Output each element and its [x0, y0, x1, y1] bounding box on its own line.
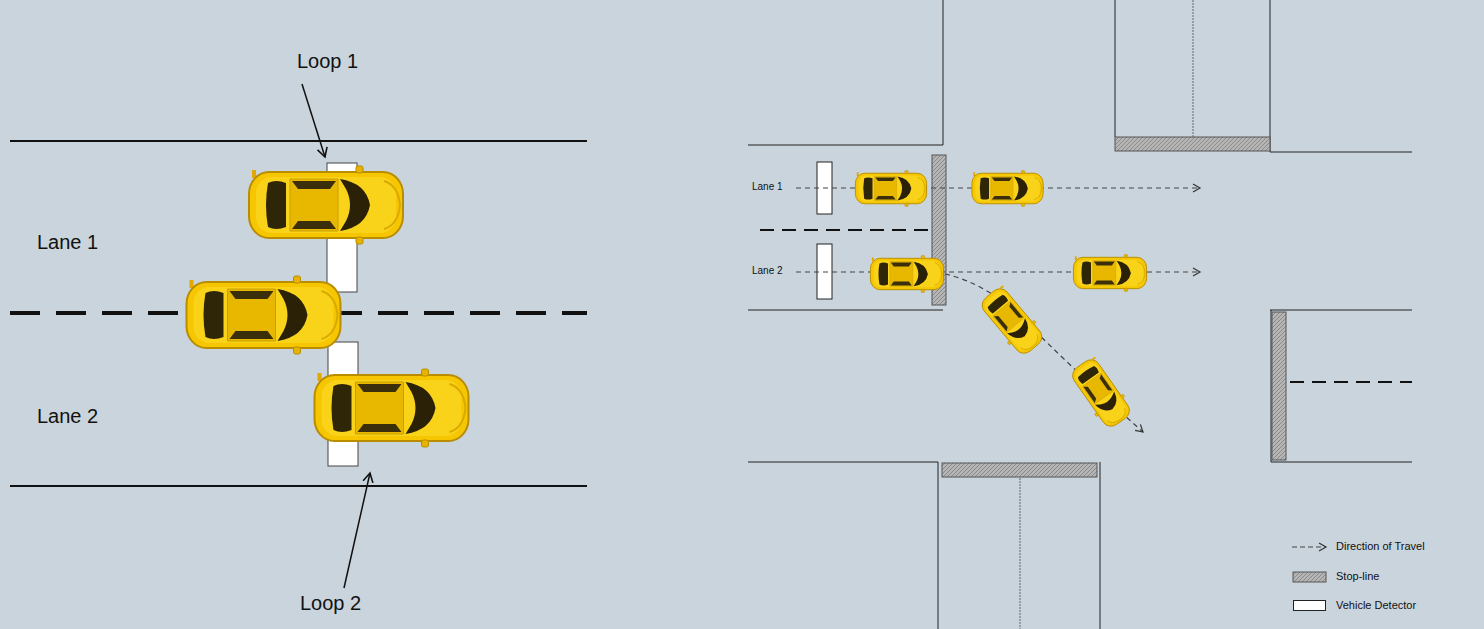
lane-label: Lane 1	[752, 181, 783, 193]
lane-label: Lane 2	[752, 265, 783, 277]
loop-label: Loop 1	[297, 50, 358, 73]
lane-label: Lane 2	[37, 405, 98, 428]
loop-label: Loop 2	[300, 592, 361, 615]
legend-text: Vehicle Detector	[1336, 599, 1416, 612]
legend-text: Direction of Travel	[1336, 540, 1425, 553]
lane-label: Lane 1	[37, 231, 98, 254]
legend-text: Stop-line	[1336, 570, 1379, 583]
legend-swatch	[1293, 600, 1326, 611]
